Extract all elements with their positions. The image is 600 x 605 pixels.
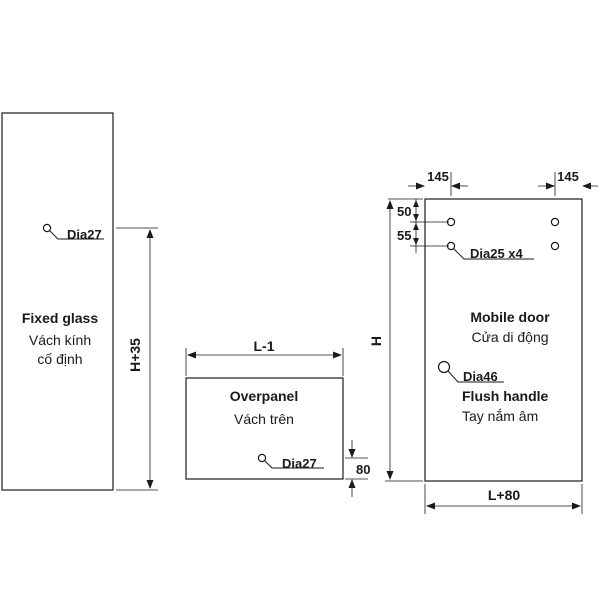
- door-handle-subtitle: Tay nắm âm: [462, 408, 538, 424]
- door-55-arrow-bottom-icon: [413, 238, 419, 245]
- fixed-glass-height-dim-label: H+35: [127, 338, 143, 372]
- door-handle-leader: [447, 370, 504, 383]
- door-55-label: 55: [397, 228, 411, 243]
- fixed-glass-dim-arrow-bottom-icon: [146, 480, 154, 489]
- fixed-glass-hole-icon: [42, 223, 52, 233]
- door-145-right-arrow-b-icon: [582, 182, 591, 190]
- fixed-glass-hole-leader: [49, 230, 104, 240]
- door-145-left-label: 145: [427, 169, 449, 184]
- door-50-arrow-top-icon: [413, 200, 419, 207]
- mobile-door-title: Mobile door: [470, 309, 550, 325]
- overpanel-subtitle: Vách trên: [234, 411, 294, 427]
- overpanel-80-arrow-bottom-icon: [348, 479, 356, 488]
- door-145-left-arrow-b-icon: [451, 182, 460, 190]
- door-handle-title: Flush handle: [462, 388, 549, 404]
- overpanel-group: Overpanel Vách trên Dia27 L-1 80: [185, 338, 370, 497]
- door-h-arrow-top-icon: [386, 200, 394, 209]
- fixed-glass-subtitle-1: Vách kính: [29, 332, 91, 348]
- door-handle-hole-label: Dia46: [463, 369, 498, 384]
- door-l80-arrow-right-icon: [572, 502, 581, 510]
- fixed-glass-hole-label: Dia27: [67, 227, 102, 242]
- overpanel-hole-icon: [257, 453, 267, 463]
- mobile-door-subtitle: Cửa di động: [471, 329, 548, 345]
- door-145-right-arrow-a-icon: [546, 182, 555, 190]
- overpanel-panel: [185, 377, 344, 480]
- fixed-glass-dim-arrow-top-icon: [146, 229, 154, 238]
- door-50-label: 50: [397, 204, 411, 219]
- overpanel-width-dim-label: L-1: [254, 338, 275, 354]
- overpanel-hole-label: Dia27: [282, 456, 317, 471]
- fixed-glass-group: Fixed glass Vách kính cố định Dia27 H+35: [1, 112, 158, 491]
- door-h-arrow-bottom-icon: [386, 471, 394, 480]
- overpanel-80-arrow-top-icon: [348, 449, 356, 458]
- door-hole-bottom-right-icon: [550, 241, 560, 251]
- door-145-right-label: 145: [557, 169, 579, 184]
- overpanel-80-dim-label: 80: [356, 462, 370, 477]
- door-handle-hole-icon: [437, 360, 451, 374]
- door-hole-top-right-icon: [550, 217, 560, 227]
- fixed-glass-title: Fixed glass: [22, 310, 98, 326]
- overpanel-title: Overpanel: [230, 388, 298, 404]
- fixed-glass-panel: [1, 112, 114, 491]
- door-holes-label: Dia25 x4: [470, 246, 524, 261]
- door-height-dim-label: H: [368, 336, 384, 346]
- door-holes-leader: [453, 248, 534, 260]
- overpanel-hole-leader: [264, 460, 324, 469]
- door-145-left-arrow-a-icon: [416, 182, 425, 190]
- fixed-glass-subtitle-2: cố định: [37, 351, 82, 367]
- mobile-door-group: Mobile door Cửa di động Dia25 x4 Dia46 F…: [368, 169, 598, 514]
- door-55-arrow-top-icon: [413, 223, 419, 230]
- overpanel-dim-arrow-right-icon: [333, 351, 342, 359]
- door-l80-arrow-left-icon: [426, 502, 435, 510]
- door-50-arrow-bottom-icon: [413, 214, 419, 221]
- door-width-dim-label: L+80: [488, 487, 521, 503]
- overpanel-dim-arrow-left-icon: [187, 351, 196, 359]
